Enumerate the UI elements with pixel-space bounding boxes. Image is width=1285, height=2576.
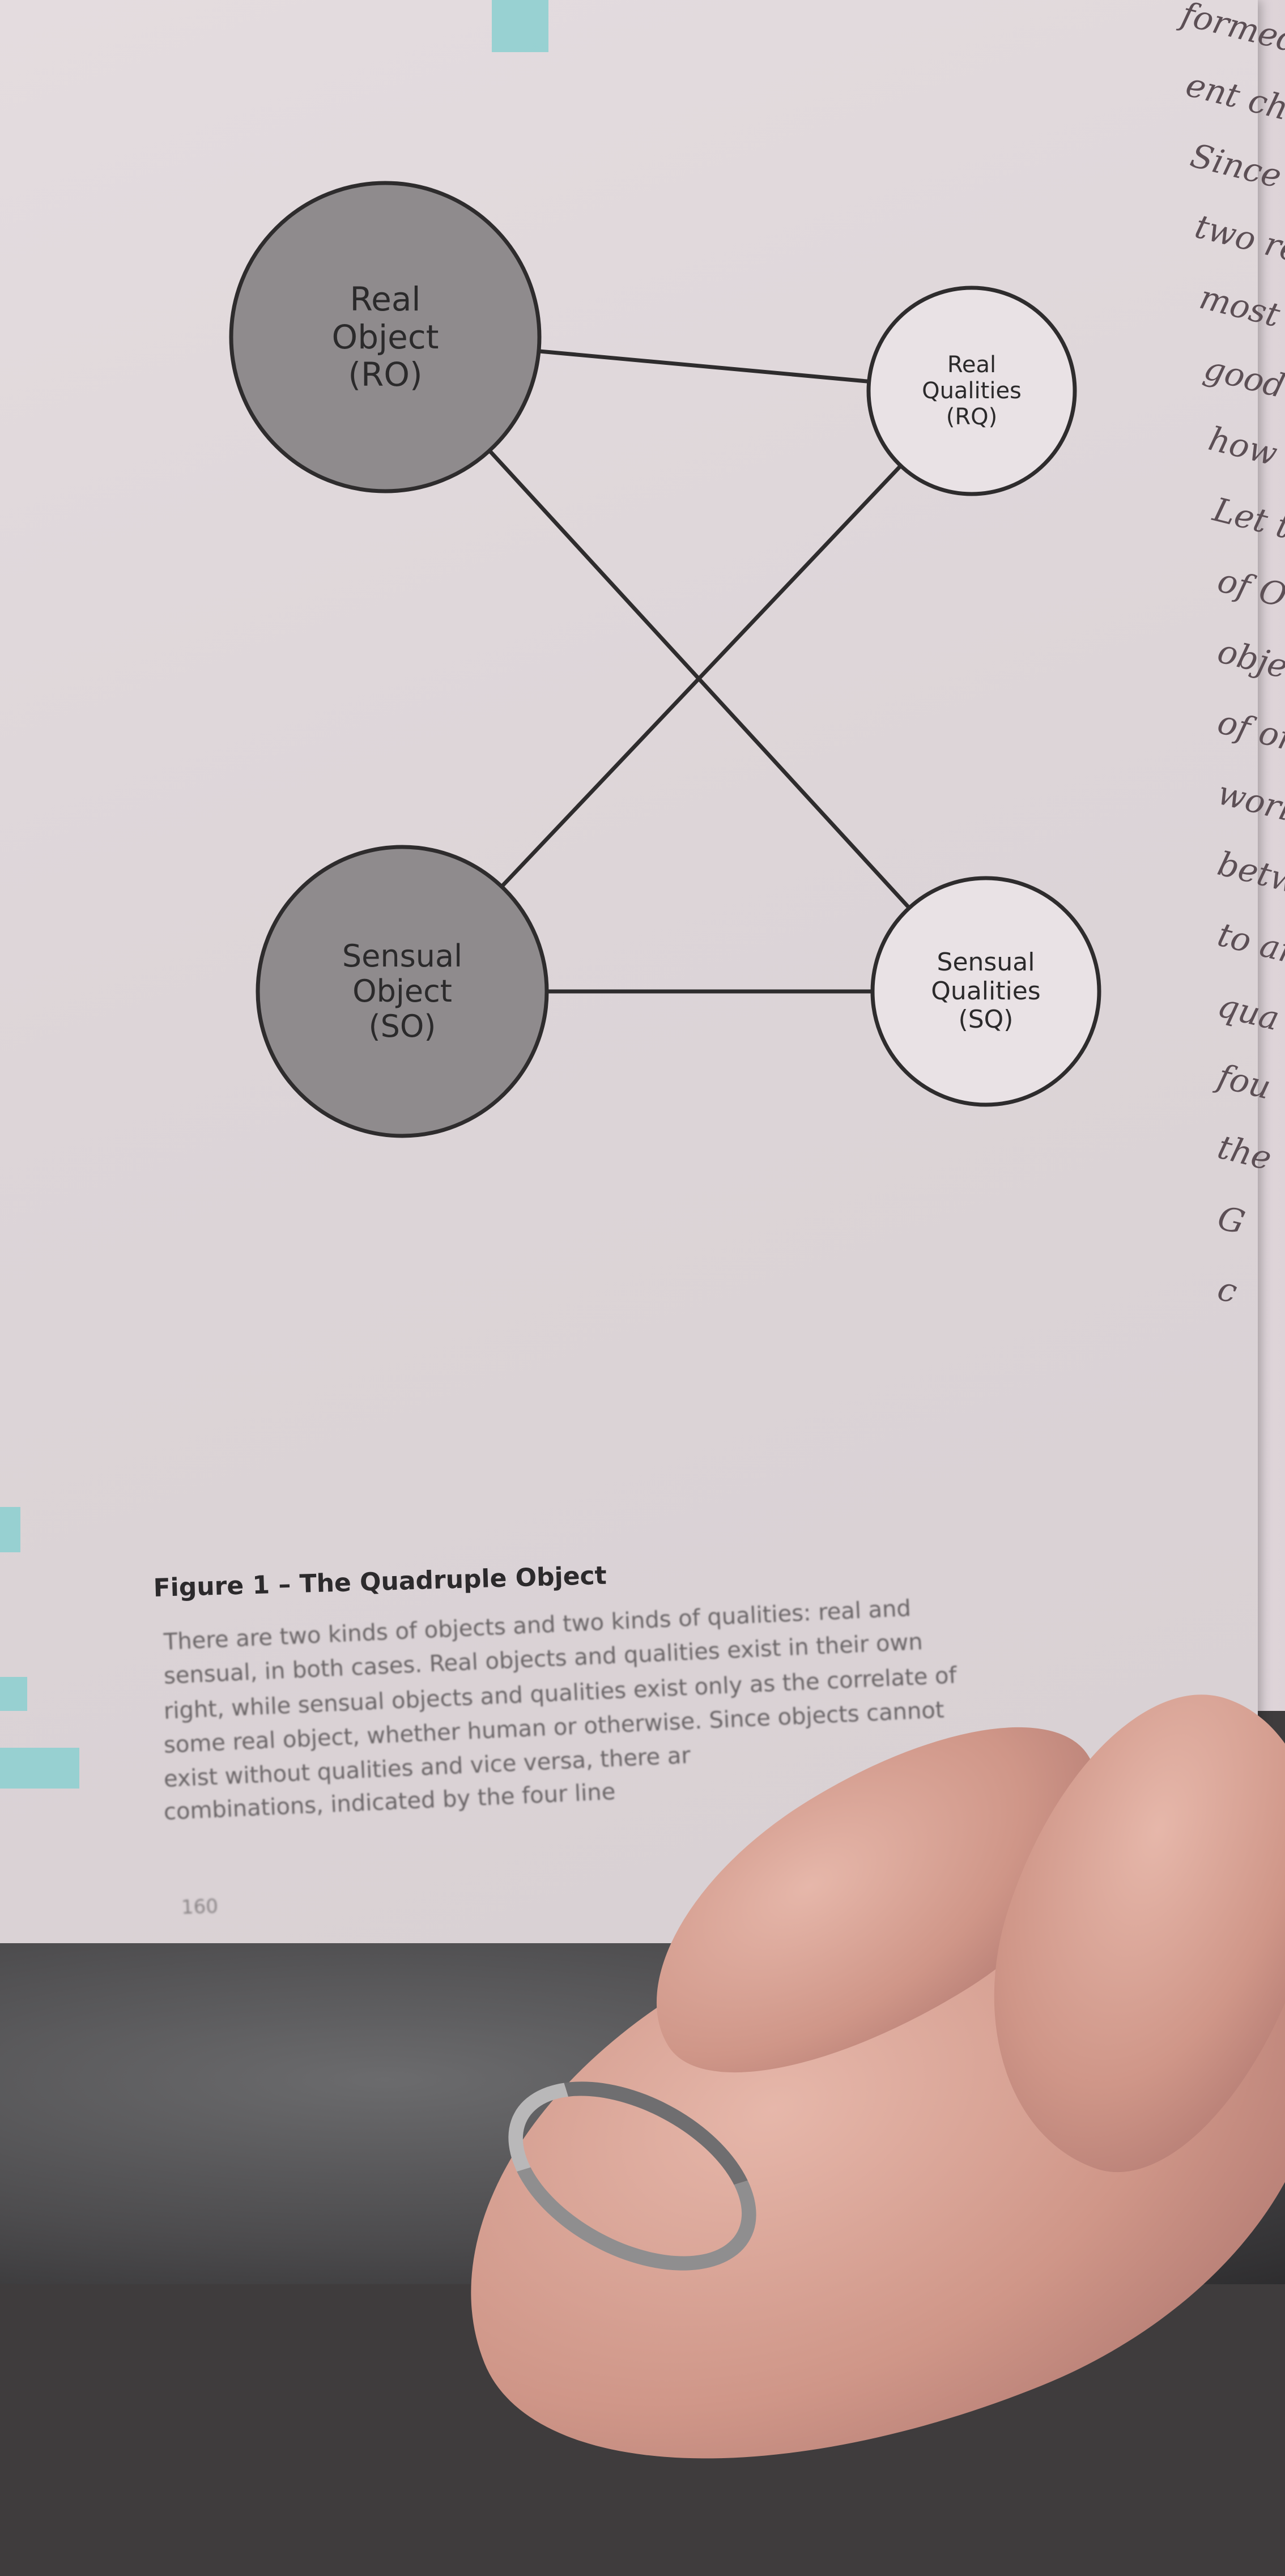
edge-ro-rq [538,349,870,384]
sticky-tab-top [492,0,548,52]
page-number: 160 [181,1894,219,1919]
node-label-line: Real [350,279,421,318]
node-ro [229,181,542,493]
diagram-nodes [229,181,1101,1138]
node-label-line: Sensual [937,948,1035,977]
node-rq [866,286,1077,496]
sticky-tab-left-2 [0,1677,27,1711]
sticky-tab-left-1 [0,1507,20,1552]
sticky-tab-left-3 [0,1748,79,1789]
quadruple-object-diagram [229,181,1101,1138]
node-label-line: (SQ) [958,1005,1014,1034]
node-label-line: Real [947,352,997,378]
node-label-line: (RO) [348,355,423,394]
node-label-line: Object [352,973,452,1009]
node-sq [870,876,1101,1107]
node-label-line: Qualities [931,976,1041,1006]
node-label-line: Object [331,317,439,356]
diagram-edges [488,349,911,994]
edge-so-rq [500,464,903,888]
node-so [256,845,549,1138]
node-label-line: (RQ) [946,404,998,430]
node-label-line: Qualities [922,378,1022,404]
node-label-line: Sensual [342,938,463,974]
node-label-line: (SO) [368,1008,436,1045]
